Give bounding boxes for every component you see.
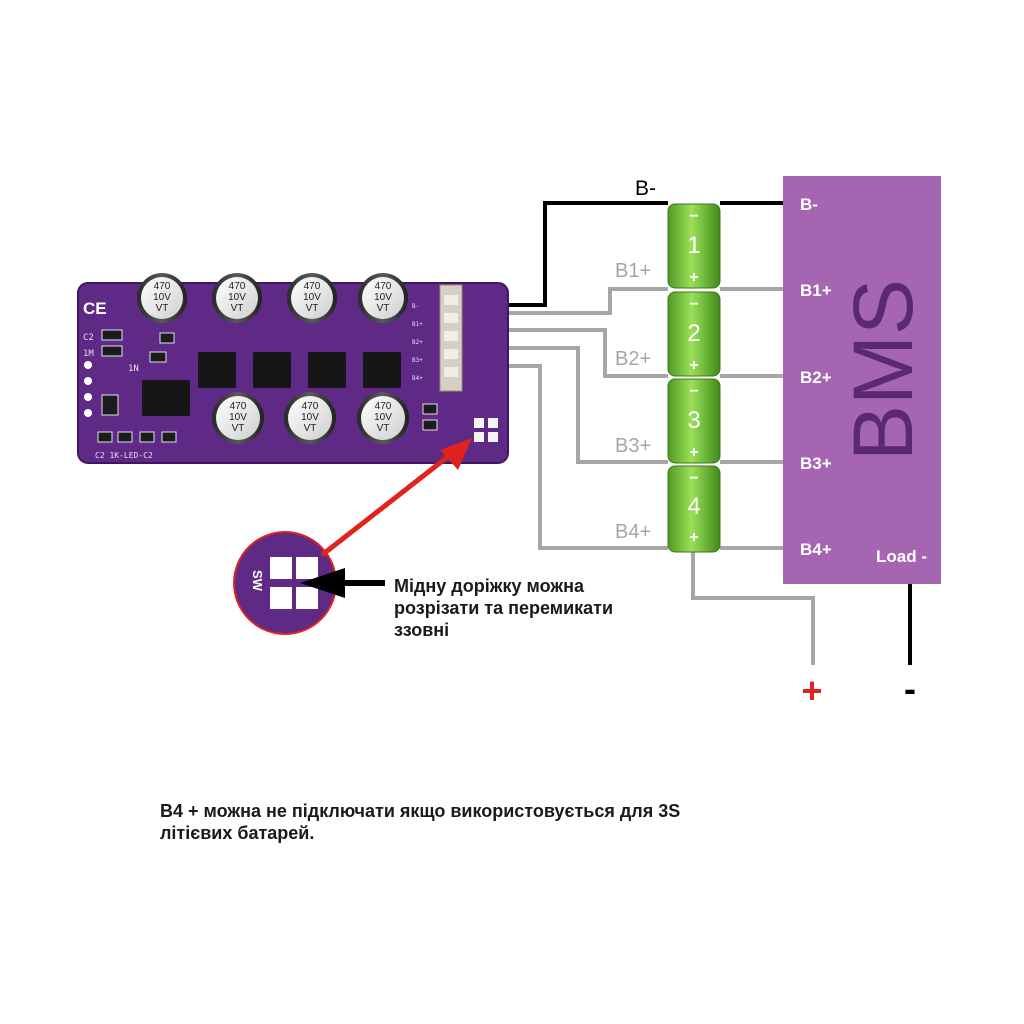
cell-1-number: 1 — [687, 232, 700, 259]
battery-cell-3: − 3 + — [667, 378, 721, 464]
capacitor: 470 10V VT — [287, 273, 337, 323]
cap-series: VT — [304, 423, 317, 434]
cell-2-number: 2 — [687, 320, 700, 347]
conn-pin-b2: B2+ — [412, 339, 423, 346]
bms-pin-b4: B4+ — [800, 540, 832, 559]
balance-connector: B- B1+ B2+ B3+ B4+ — [412, 284, 463, 392]
conn-pin-b4: B4+ — [412, 375, 423, 382]
sw-pad-zoom: SW — [233, 531, 337, 635]
black-arrow — [300, 568, 385, 598]
cap-value: 470 — [304, 281, 321, 292]
wire-labels: B- B1+ B2+ B3+ B4+ — [615, 177, 656, 543]
ic-chips — [142, 352, 401, 416]
smd-components — [97, 329, 438, 443]
silk-1n: 1N — [128, 364, 139, 374]
battery-cell-2: − 2 + — [667, 291, 721, 377]
conn-pin-b3: B3+ — [412, 357, 423, 364]
cell-3-plus: + — [689, 444, 698, 461]
bottom-note: B4 + можна не підключати якщо використов… — [160, 800, 860, 844]
cap-series: VT — [377, 303, 390, 314]
bms-pin-b2: B2+ — [800, 368, 832, 387]
capacitor: 470 10V VT — [357, 392, 409, 444]
board-dots — [84, 361, 92, 417]
cell-4-minus: − — [689, 470, 698, 487]
wire-b1 — [460, 287, 668, 315]
cap-value: 470 — [154, 281, 171, 292]
capacitor: 470 10V VT — [284, 392, 336, 444]
bms-title: BMS — [836, 279, 930, 461]
battery-cell-4: − 4 + — [667, 465, 721, 553]
cell-3-number: 3 — [687, 407, 700, 434]
output-minus: - — [904, 668, 916, 709]
red-arrow — [320, 438, 472, 557]
callout-line-1: Мідну доріжку можна — [394, 576, 584, 596]
callout-line-3: ззовні — [394, 620, 450, 640]
cap-value: 470 — [229, 281, 246, 292]
note-line-2: літієвих батарей. — [160, 823, 315, 843]
cap-series: VT — [156, 303, 169, 314]
cell-2-plus: + — [689, 357, 698, 374]
conn-pin-b-minus: B- — [412, 303, 419, 310]
cell-2-minus: − — [689, 296, 698, 313]
cap-voltage: 10V — [153, 292, 171, 303]
bms-module: BMS B- B1+ B2+ B3+ B4+ Load - — [783, 176, 941, 584]
balancer-board: CE C2 1M 1N C2 1K-LED-C2 — [77, 273, 509, 464]
callout-line-2: розрізати та перемикати — [394, 598, 614, 618]
capacitor: 470 10V VT — [137, 273, 187, 323]
label-b-minus: B- — [635, 177, 656, 200]
bms-pin-b1: B1+ — [800, 281, 832, 300]
ce-mark: CE — [83, 299, 107, 318]
cell-1-minus: − — [689, 208, 698, 225]
label-b3: B3+ — [615, 435, 651, 457]
bms-load-minus: Load - — [876, 547, 927, 566]
silk-1m: 1M — [83, 349, 94, 359]
cell-1-plus: + — [689, 269, 698, 286]
bms-pin-b-minus: B- — [800, 195, 818, 214]
cell-3-minus: − — [689, 383, 698, 400]
conn-pin-b1: B1+ — [412, 321, 423, 328]
cell-4-number: 4 — [687, 493, 700, 520]
silk-bottom: C2 1K-LED-C2 — [95, 451, 153, 460]
cap-value: 470 — [302, 401, 319, 412]
cap-series: VT — [232, 423, 245, 434]
capacitor: 470 10V VT — [358, 273, 408, 323]
cap-series: VT — [231, 303, 244, 314]
label-b2: B2+ — [615, 348, 651, 370]
cap-voltage: 10V — [229, 412, 247, 423]
cap-voltage: 10V — [374, 412, 392, 423]
battery-stack: − 1 + − 2 + − 3 + − 4 + — [667, 203, 721, 553]
cap-voltage: 10V — [303, 292, 321, 303]
capacitor: 470 10V VT — [212, 273, 262, 323]
cap-series: VT — [377, 423, 390, 434]
zoom-pad-label: SW — [250, 570, 265, 592]
capacitor: 470 10V VT — [212, 392, 264, 444]
cap-voltage: 10V — [228, 292, 246, 303]
cap-value: 470 — [375, 401, 392, 412]
bms-pin-b3: B3+ — [800, 454, 832, 473]
wire-b2 — [460, 328, 668, 378]
label-b4: B4+ — [615, 521, 651, 543]
callout-text: Мідну доріжку можна розрізати та перемик… — [394, 575, 694, 641]
output-plus: + — [801, 670, 822, 711]
label-b1: B1+ — [615, 260, 651, 282]
silk-c2: C2 — [83, 333, 94, 343]
cap-series: VT — [306, 303, 319, 314]
battery-cell-1: − 1 + — [667, 203, 721, 289]
cap-value: 470 — [230, 401, 247, 412]
note-line-1: B4 + можна не підключати якщо використов… — [160, 801, 681, 821]
sw-pads — [474, 418, 498, 442]
cell-4-plus: + — [689, 529, 698, 546]
cap-voltage: 10V — [301, 412, 319, 423]
wire-pack-plus — [691, 552, 815, 665]
cap-voltage: 10V — [374, 292, 392, 303]
capacitors: 470 10V VT 470 10V VT 470 10V VT — [137, 273, 409, 444]
wire-b3 — [460, 346, 668, 464]
cap-value: 470 — [375, 281, 392, 292]
